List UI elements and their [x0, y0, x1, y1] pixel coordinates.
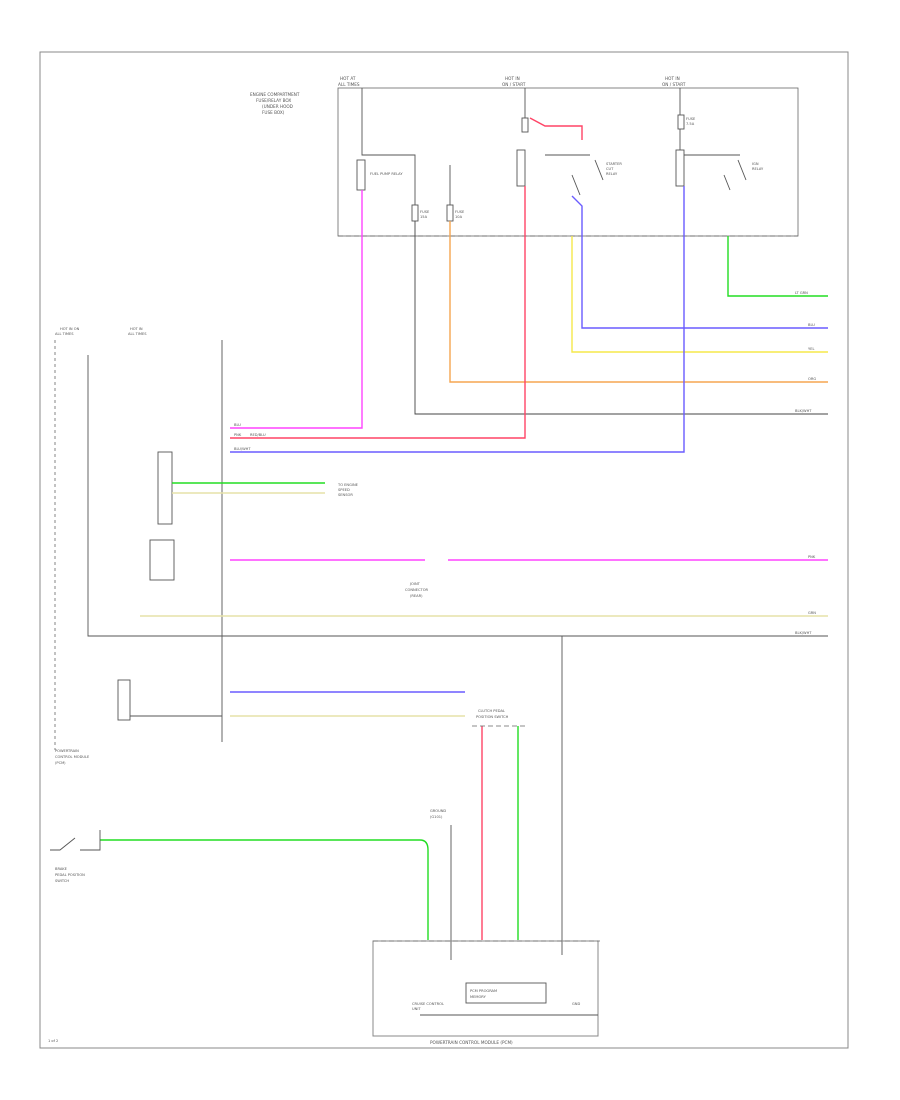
connector-top-2: POSITION SWITCH [476, 715, 509, 719]
bottom-module-line-2: UNIT [412, 1007, 421, 1011]
brake-switch-box [117, 679, 131, 721]
wire-label-blkw: BLK/WHT [795, 631, 812, 635]
bottom-module-small: GND [572, 1002, 580, 1006]
bottom-module-inner-1: PCM PROGRAM [470, 989, 497, 993]
pcm-pin-1: BLU [234, 423, 241, 427]
wire-label-blk: BLK/WHT [795, 409, 812, 413]
underhood-box-label: ENGINE COMPARTMENT [250, 92, 300, 97]
wire-org [449, 221, 828, 383]
bottom-module-inner-2: MEMORY [470, 995, 487, 999]
bottom-module-title: POWERTRAIN CONTROL MODULE (PCM) [430, 1040, 513, 1045]
junction-label-2: SPEED [338, 488, 350, 492]
wire-magenta-top [230, 190, 363, 429]
junction-label-1: TO ENGINE [337, 483, 359, 487]
wire-black-lower [87, 355, 828, 637]
fuse-4 [677, 114, 685, 130]
top-module-3b: ON / START [662, 82, 686, 87]
wire-red [230, 186, 526, 439]
diagram-frame [39, 51, 849, 1049]
brake-switch-3: SWITCH [55, 879, 69, 883]
fuse-1 [411, 204, 419, 222]
left-module-1: HOT IN ON [60, 327, 80, 331]
top-module-2: HOT IN [505, 76, 520, 81]
left-bottom-note-2: CONTROL MODULE [55, 755, 90, 759]
wire-red-top [529, 117, 583, 140]
top-module-2b: ON / START [502, 82, 526, 87]
underhood-box-label-4: FUSE BOX) [262, 110, 285, 115]
main-relay-label: FUEL PUMP RELAY [370, 172, 403, 176]
connector-top-1: CLUTCH PEDAL [478, 709, 505, 713]
relay-coil-3 [675, 149, 685, 187]
bottom-inner-box [465, 982, 547, 1004]
fuse-label-2: FUSE [455, 210, 465, 214]
left-module-2b: ALL TIMES [128, 332, 147, 336]
fuse-3 [521, 117, 529, 133]
pcm-pin-4: BLU/WHT [234, 447, 251, 451]
brake-switch-symbol [50, 830, 101, 851]
brake-switch-2: PEDAL POSITION [55, 873, 85, 877]
wire-label-pnk: PNK [808, 555, 816, 559]
pcm-pin-3: RED/BLU [250, 433, 266, 437]
left-bottom-note-1: POWERTRAIN [55, 749, 79, 753]
fuse-label-3b: 7.5A [686, 122, 695, 126]
ground-label-2: (G101) [430, 815, 443, 819]
underhood-fuse-box [337, 87, 799, 237]
relay-switch-3 [737, 159, 747, 181]
wire-yel [571, 236, 828, 353]
top-module-3: HOT IN [665, 76, 680, 81]
pcm-connector-box-2 [149, 539, 175, 581]
relay-switch-2 [594, 159, 604, 181]
relay-label-1: STARTER [606, 162, 622, 166]
wire-label-org: ORG [808, 377, 816, 381]
wire-blu [571, 195, 828, 329]
wire-blue-long [230, 186, 685, 453]
bottom-module-line-1: CRUISE CONTROL [412, 1002, 444, 1006]
fuse-2 [446, 204, 454, 222]
relay-label-2: IGN [752, 162, 759, 166]
wire-green-switch [100, 839, 429, 940]
page-label: 1 of 2 [48, 1039, 58, 1043]
relay-label-1c: RELAY [606, 172, 618, 176]
relay-label-2b: RELAY [752, 167, 764, 171]
left-module-2: HOT IN [130, 327, 143, 331]
wire-blk-wht [414, 221, 828, 415]
top-module-1b: ALL TIMES [338, 82, 360, 87]
relay-coil-2 [516, 149, 526, 187]
box-wire-1 [361, 88, 416, 165]
relay-coil-1 [356, 159, 366, 191]
brake-switch-1: BRAKE [55, 867, 68, 871]
underhood-box-label-2: FUSE/RELAY BOX [256, 98, 291, 103]
pcm-pin-2: PNK [234, 433, 242, 437]
center-note-1: JOINT [409, 582, 421, 586]
underhood-box-label-3: (UNDER HOOD [262, 104, 293, 109]
center-note-2: CONNECTOR [405, 588, 429, 592]
left-module-1b: ALL TIMES [55, 332, 74, 336]
center-note-3: (REAR) [410, 594, 423, 598]
relay-switch-4 [723, 174, 731, 191]
ground-label-1: GROUND [430, 809, 446, 813]
wire-label-blu: BLU [808, 323, 815, 327]
relay-label-1b: CUT [606, 167, 614, 171]
junction-label-3: SENSOR [338, 493, 353, 497]
top-module-1: HOT AT [340, 76, 356, 81]
wire-label-tan: GRN [808, 611, 816, 615]
fuse-label-1b: 15A [420, 215, 428, 219]
wire-label-yel: YEL [808, 347, 814, 351]
fuse-label-3: FUSE [686, 117, 696, 121]
relay-switch-1 [571, 174, 581, 196]
left-bottom-note-3: (PCM) [55, 761, 66, 765]
fuse-label-2b: 10A [455, 215, 463, 219]
pcm-connector-box-1 [157, 451, 173, 525]
wire-label-grn: LT GRN [795, 291, 808, 295]
wire-lt-grn [727, 236, 828, 297]
fuse-label-1: FUSE [420, 210, 430, 214]
